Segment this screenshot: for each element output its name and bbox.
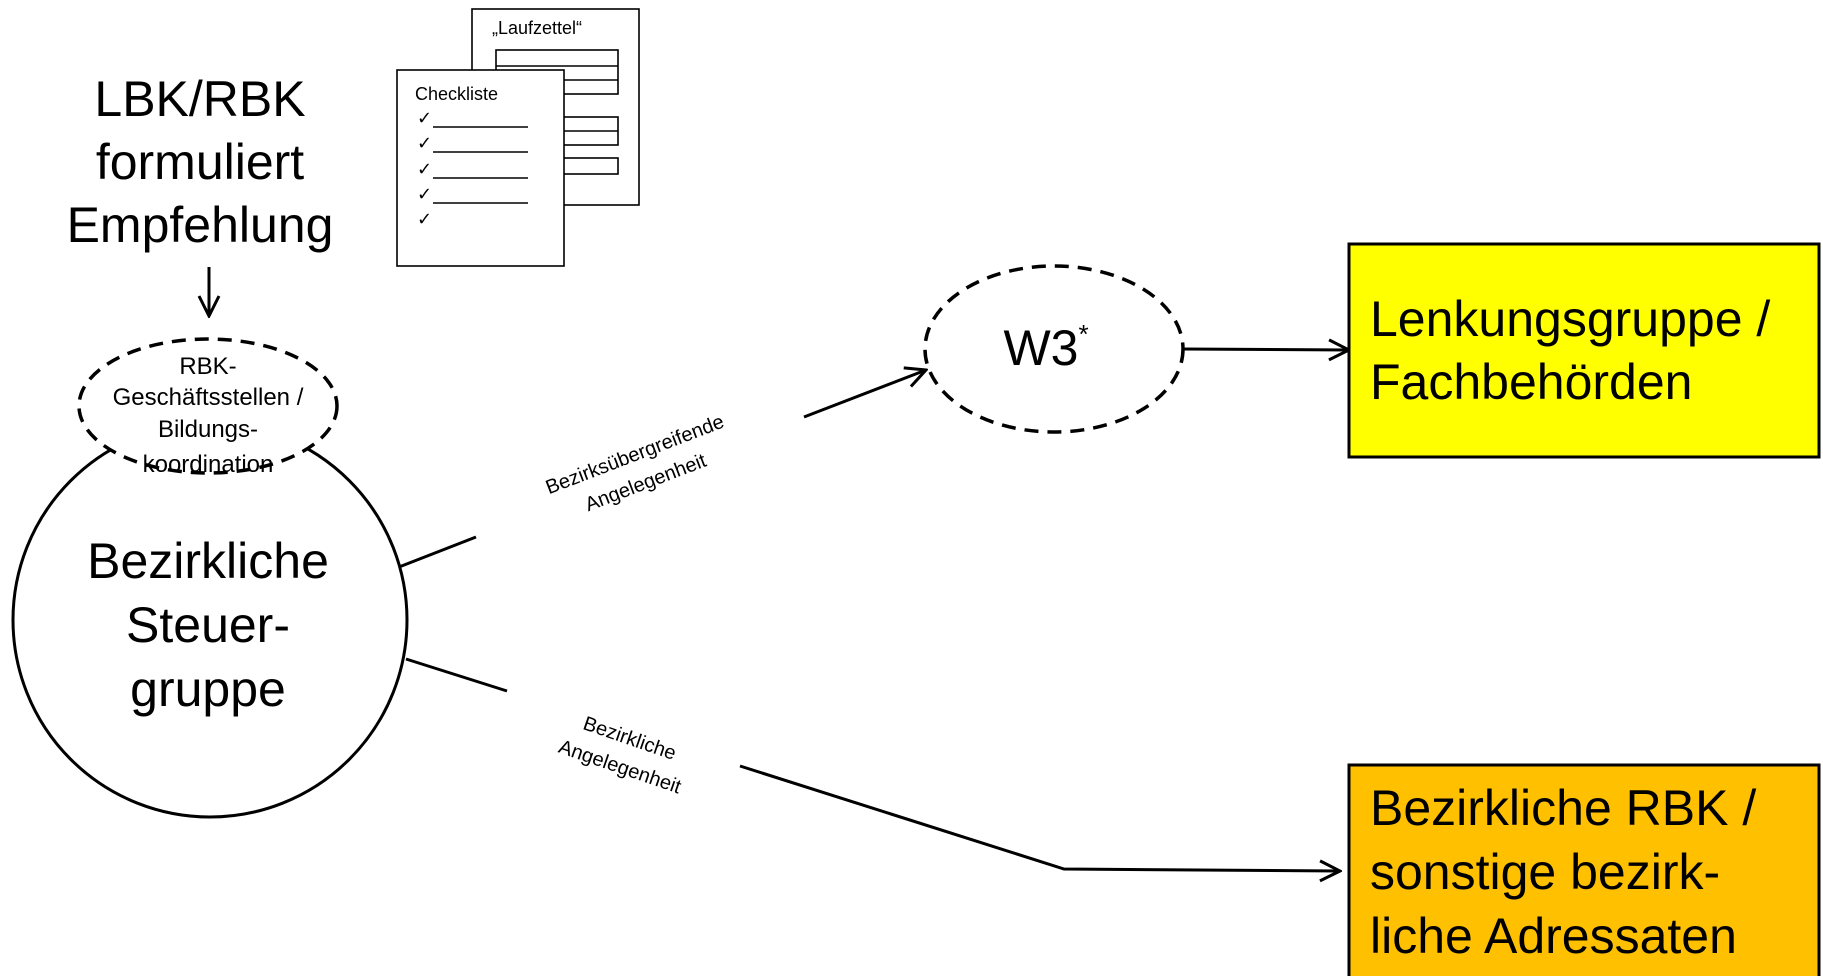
district-addressees-line-1: Bezirkliche RBK / — [1370, 780, 1756, 836]
w3-superscript: * — [1078, 319, 1088, 349]
source-line-1: LBK/RBK — [94, 71, 305, 127]
steering-group-line-2: Steuer- — [126, 597, 290, 653]
check-mark-4: ✓ — [417, 184, 432, 204]
district-addressees-label: Bezirkliche RBK / sonstige bezirk- liche… — [1370, 780, 1756, 964]
w3-label: W3* — [1003, 319, 1088, 376]
steering-group-line-1: Bezirkliche — [87, 533, 329, 589]
check-mark-1: ✓ — [417, 108, 432, 128]
steering-authorities-box — [1347, 242, 1821, 459]
steering-authorities-label: Lenkungsgruppe / Fachbehörden — [1370, 291, 1770, 410]
steering-group-line-3: gruppe — [130, 661, 286, 717]
office-ellipse — [77, 337, 339, 475]
district-label: Bezirkliche Angelegenheit — [556, 713, 685, 799]
office-line-1: RBK- — [179, 353, 236, 380]
checkliste-document-icon: Checkliste ✓ ✓ ✓ ✓ ✓ — [396, 69, 565, 267]
cross-district-label: Bezirksübergreifende Angelegenheit — [543, 411, 727, 516]
w3-label-text: W3 — [1003, 320, 1078, 376]
laufzettel-title: „Laufzettel“ — [492, 18, 582, 38]
w3-to-steering-arrow — [1182, 349, 1349, 350]
source-line-3: Empfehlung — [67, 197, 334, 253]
steering-authorities-line-2: Fachbehörden — [1370, 354, 1692, 410]
district-addressees-line-3: liche Adressaten — [1370, 908, 1737, 964]
check-mark-2: ✓ — [417, 133, 432, 153]
office-label: RBK- Geschäftsstellen / Bildungs- koordi… — [113, 353, 304, 478]
district-addressees-line-2: sonstige bezirk- — [1370, 844, 1720, 900]
district-edge-arrow — [739, 764, 1340, 871]
district-addressees-box — [1347, 763, 1821, 976]
check-mark-5: ✓ — [417, 209, 432, 229]
checkliste-title: Checkliste — [415, 84, 498, 104]
cross-district-edge-start — [398, 535, 477, 569]
source-label: LBK/RBK formuliert Empfehlung — [67, 71, 334, 253]
office-line-2: Geschäftsstellen / — [113, 384, 304, 411]
district-edge-start — [405, 657, 508, 693]
source-line-2: formuliert — [96, 134, 304, 190]
check-mark-3: ✓ — [417, 159, 432, 179]
office-line-4: koordination — [143, 451, 274, 478]
cross-district-edge-arrow — [803, 370, 926, 419]
steering-group-label: Bezirkliche Steuer- gruppe — [87, 533, 329, 717]
steering-authorities-line-1: Lenkungsgruppe / — [1370, 291, 1770, 347]
office-line-3: Bildungs- — [158, 416, 258, 443]
